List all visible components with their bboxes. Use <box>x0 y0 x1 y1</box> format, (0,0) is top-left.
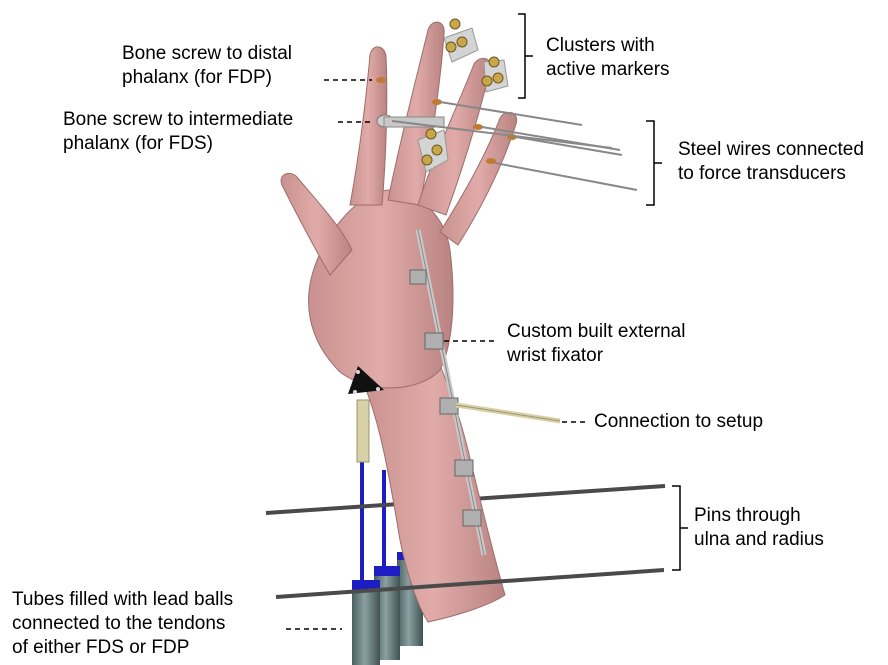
tendon-rod <box>357 400 369 462</box>
label-fixator-line-1: Custom built external <box>507 320 685 344</box>
screw-distal-1 <box>376 77 386 83</box>
label-fixator-line-2: wrist fixator <box>507 344 685 368</box>
label-pins: Pins through ulna and radius <box>694 504 824 552</box>
label-distal-screw-line-1: Bone screw to distal <box>122 42 292 66</box>
label-pins-line-1: Pins through <box>694 504 824 528</box>
fixator-clamp-1 <box>410 270 426 284</box>
label-distal-screw-line-2: phalanx (for FDP) <box>122 66 292 90</box>
label-connection-line-1: Connection to setup <box>594 410 763 434</box>
tube-cap-2 <box>374 566 400 576</box>
fixator-clamp-3 <box>440 398 458 414</box>
label-tubes-line-2: connected to the tendons <box>12 612 233 636</box>
fixator-clamp-2 <box>425 333 443 349</box>
label-tubes: Tubes filled with lead balls connected t… <box>12 588 233 660</box>
bracket-wires <box>646 121 662 205</box>
screw-3 <box>473 124 483 130</box>
label-pins-line-2: ulna and radius <box>694 528 824 552</box>
label-clusters-line-2: active markers <box>546 58 670 82</box>
label-clusters: Clusters with active markers <box>546 34 670 82</box>
label-distal-screw: Bone screw to distal phalanx (for FDP) <box>122 42 292 90</box>
label-steel-wires-line-2: to force transducers <box>678 162 864 186</box>
bracket-clusters <box>518 14 533 98</box>
label-steel-wires: Steel wires connected to force transduce… <box>678 138 864 186</box>
label-connection: Connection to setup <box>594 410 763 434</box>
fixator-clamp-4 <box>455 460 473 476</box>
label-intermediate-screw: Bone screw to intermediate phalanx (for … <box>63 108 293 156</box>
label-intermediate-screw-line-1: Bone screw to intermediate <box>63 108 293 132</box>
wire-3 <box>495 163 637 190</box>
label-intermediate-screw-line-2: phalanx (for FDS) <box>63 132 293 156</box>
label-clusters-line-1: Clusters with <box>546 34 670 58</box>
bracket-pins <box>672 486 688 570</box>
tube-1 <box>352 588 380 665</box>
label-fixator: Custom built external wrist fixator <box>507 320 685 368</box>
label-tubes-line-3: of either FDS or FDP <box>12 636 233 660</box>
label-steel-wires-line-1: Steel wires connected <box>678 138 864 162</box>
fixator-clamp-5 <box>463 510 481 526</box>
label-tubes-line-1: Tubes filled with lead balls <box>12 588 233 612</box>
screw-5 <box>486 158 496 164</box>
